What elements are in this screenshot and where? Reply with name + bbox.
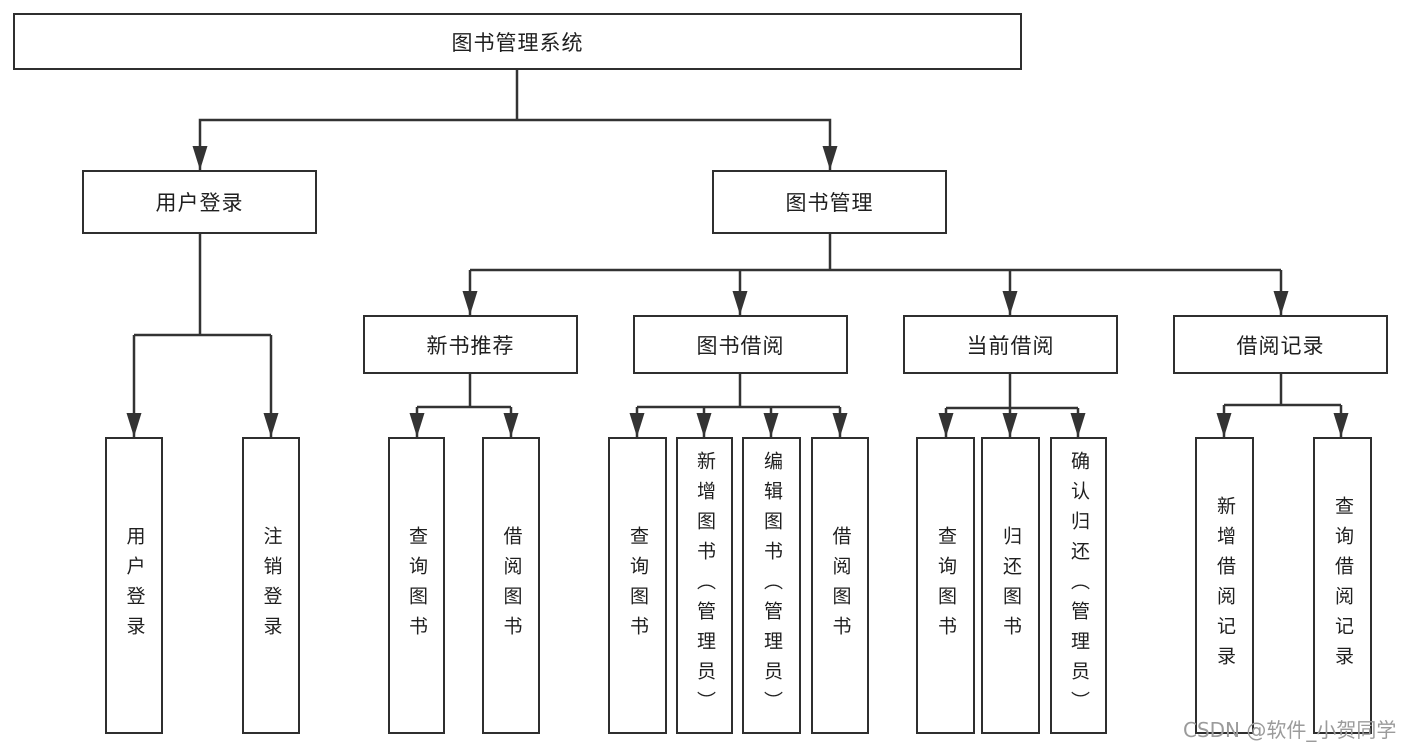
node-new-book-recommend: 新书推荐 bbox=[363, 315, 578, 374]
leaf-borrow-books-label: 借阅图书 bbox=[829, 525, 852, 646]
leaf-add-book-admin: 新增图书（管理员） bbox=[676, 437, 733, 734]
leaf-query-books-borrowing-label: 查询图书 bbox=[627, 525, 649, 646]
csdn-watermark: CSDN @软件_小贺同学 bbox=[1183, 718, 1397, 742]
node-root-label: 图书管理系统 bbox=[451, 30, 584, 55]
leaf-logout: 注销登录 bbox=[242, 437, 300, 734]
leaf-query-books-current: 查询图书 bbox=[916, 437, 975, 734]
leaf-add-borrow-record-label: 新增借阅记录 bbox=[1214, 495, 1236, 676]
leaf-add-borrow-record: 新增借阅记录 bbox=[1195, 437, 1254, 734]
leaf-query-borrow-record: 查询借阅记录 bbox=[1313, 437, 1372, 734]
node-user-login-label: 用户登录 bbox=[155, 191, 244, 215]
node-book-borrowing-label: 图书借阅 bbox=[696, 333, 785, 358]
node-user-login: 用户登录 bbox=[82, 170, 317, 234]
leaf-edit-book-admin-label: 编辑图书（管理员） bbox=[761, 450, 783, 721]
leaf-return-books: 归还图书 bbox=[981, 437, 1040, 734]
leaf-borrow-books-recommend-label: 借阅图书 bbox=[500, 525, 523, 646]
leaf-query-books-current-label: 查询图书 bbox=[935, 525, 957, 646]
node-book-borrowing: 图书借阅 bbox=[633, 315, 848, 374]
node-current-borrowing-label: 当前借阅 bbox=[966, 333, 1055, 358]
leaf-query-borrow-record-label: 查询借阅记录 bbox=[1332, 495, 1354, 676]
node-root-system: 图书管理系统 bbox=[13, 13, 1022, 70]
node-book-management-label: 图书管理 bbox=[785, 191, 874, 215]
leaf-query-books-borrowing: 查询图书 bbox=[608, 437, 667, 734]
node-borrow-records: 借阅记录 bbox=[1173, 315, 1388, 374]
leaf-return-books-label: 归还图书 bbox=[1000, 525, 1022, 646]
leaf-add-book-admin-label: 新增图书（管理员） bbox=[694, 450, 716, 721]
node-current-borrowing: 当前借阅 bbox=[903, 315, 1118, 374]
leaf-user-login-label: 用户登录 bbox=[123, 525, 146, 646]
leaf-query-books-recommend-label: 查询图书 bbox=[406, 525, 428, 646]
node-book-management: 图书管理 bbox=[712, 170, 947, 234]
leaf-borrow-books: 借阅图书 bbox=[811, 437, 869, 734]
leaf-borrow-books-recommend: 借阅图书 bbox=[482, 437, 540, 734]
node-new-book-recommend-label: 新书推荐 bbox=[426, 333, 515, 358]
node-borrow-records-label: 借阅记录 bbox=[1236, 333, 1325, 358]
leaf-confirm-return-admin-label: 确认归还（管理员） bbox=[1068, 450, 1090, 721]
leaf-logout-label: 注销登录 bbox=[260, 525, 283, 646]
leaf-edit-book-admin: 编辑图书（管理员） bbox=[742, 437, 801, 734]
leaf-confirm-return-admin: 确认归还（管理员） bbox=[1050, 437, 1107, 734]
leaf-query-books-recommend: 查询图书 bbox=[388, 437, 445, 734]
leaf-user-login: 用户登录 bbox=[105, 437, 163, 734]
